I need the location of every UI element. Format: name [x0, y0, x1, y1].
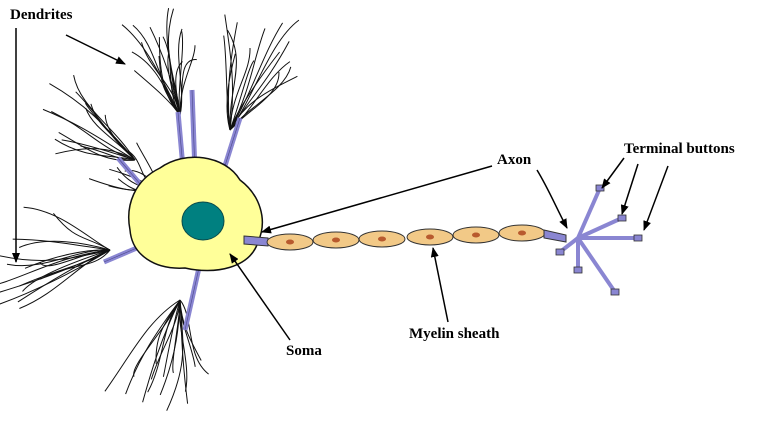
dendrite-fiber: [19, 241, 110, 250]
schwann-nucleus: [332, 238, 340, 243]
terminal-buttons-label: Terminal buttons: [624, 142, 735, 157]
dendrites-label: Dendrites: [10, 8, 73, 23]
dendrites-arrow-diagonal: [66, 35, 125, 64]
myelin-arrow: [433, 248, 448, 322]
terminal-branch: [578, 238, 615, 292]
myelin-sheath: [267, 225, 545, 250]
terminal-button: [611, 289, 619, 295]
schwann-nucleus: [378, 237, 386, 242]
terminal-button: [556, 249, 564, 255]
dendrite-fiber: [74, 75, 135, 160]
axon-label: Axon: [497, 153, 531, 168]
axon-arrow-to-hillock: [262, 166, 492, 232]
terminal-button: [634, 235, 642, 241]
axon-arrow-to-axon: [537, 170, 567, 228]
schwann-nucleus: [286, 240, 294, 245]
terminal-button: [618, 215, 626, 221]
axon-end: [544, 230, 566, 242]
terminal-arrow-3: [644, 166, 668, 230]
schwann-nucleus: [426, 235, 434, 240]
axon-terminal: [544, 185, 642, 295]
soma-label: Soma: [286, 344, 322, 359]
dendrite-fiber: [230, 20, 299, 130]
terminal-arrow-1: [602, 158, 624, 188]
dendrite-fiber: [105, 300, 180, 391]
schwann-nucleus: [472, 233, 480, 238]
axon-hillock: [244, 236, 268, 246]
schwann-nucleus: [518, 231, 526, 236]
label-arrows: [16, 28, 668, 340]
myelin-sheath-label: Myelin sheath: [409, 327, 499, 342]
terminal-button: [574, 267, 582, 273]
soma-arrow: [230, 254, 290, 340]
nucleus: [182, 202, 224, 240]
terminal-arrow-2: [622, 164, 638, 214]
